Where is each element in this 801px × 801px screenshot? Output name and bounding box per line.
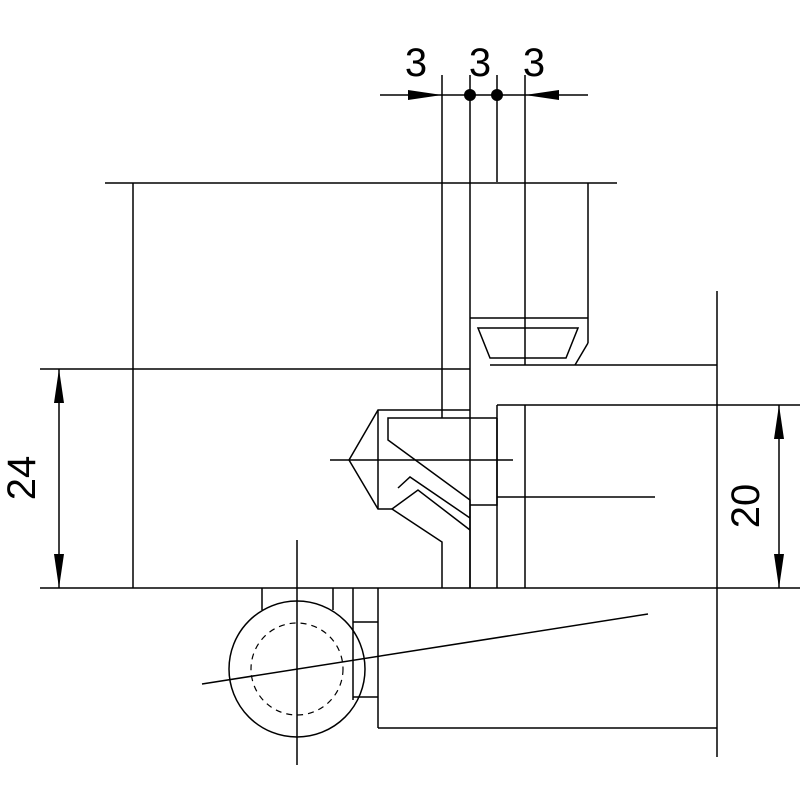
hinge-mechanism [330, 409, 513, 588]
top-gap-dimension: 3 3 3 [380, 41, 588, 101]
gap-vertical-lines [441, 75, 526, 410]
dimension-height-left-label: 24 [0, 456, 44, 501]
right-height-dimension: 20 [724, 405, 784, 588]
recessed-slot [476, 327, 580, 359]
dimension-gap-3-label: 3 [523, 41, 545, 85]
dimension-gap-2-label: 3 [469, 41, 491, 85]
hinge-pin-assembly [201, 540, 717, 765]
upper-frame-body [105, 182, 717, 588]
hinge-pin-hidden-circle [250, 622, 344, 716]
dimension-gap-1-label: 3 [405, 41, 427, 85]
left-height-dimension: 24 [0, 369, 64, 588]
dimension-height-right-label: 20 [724, 484, 768, 529]
